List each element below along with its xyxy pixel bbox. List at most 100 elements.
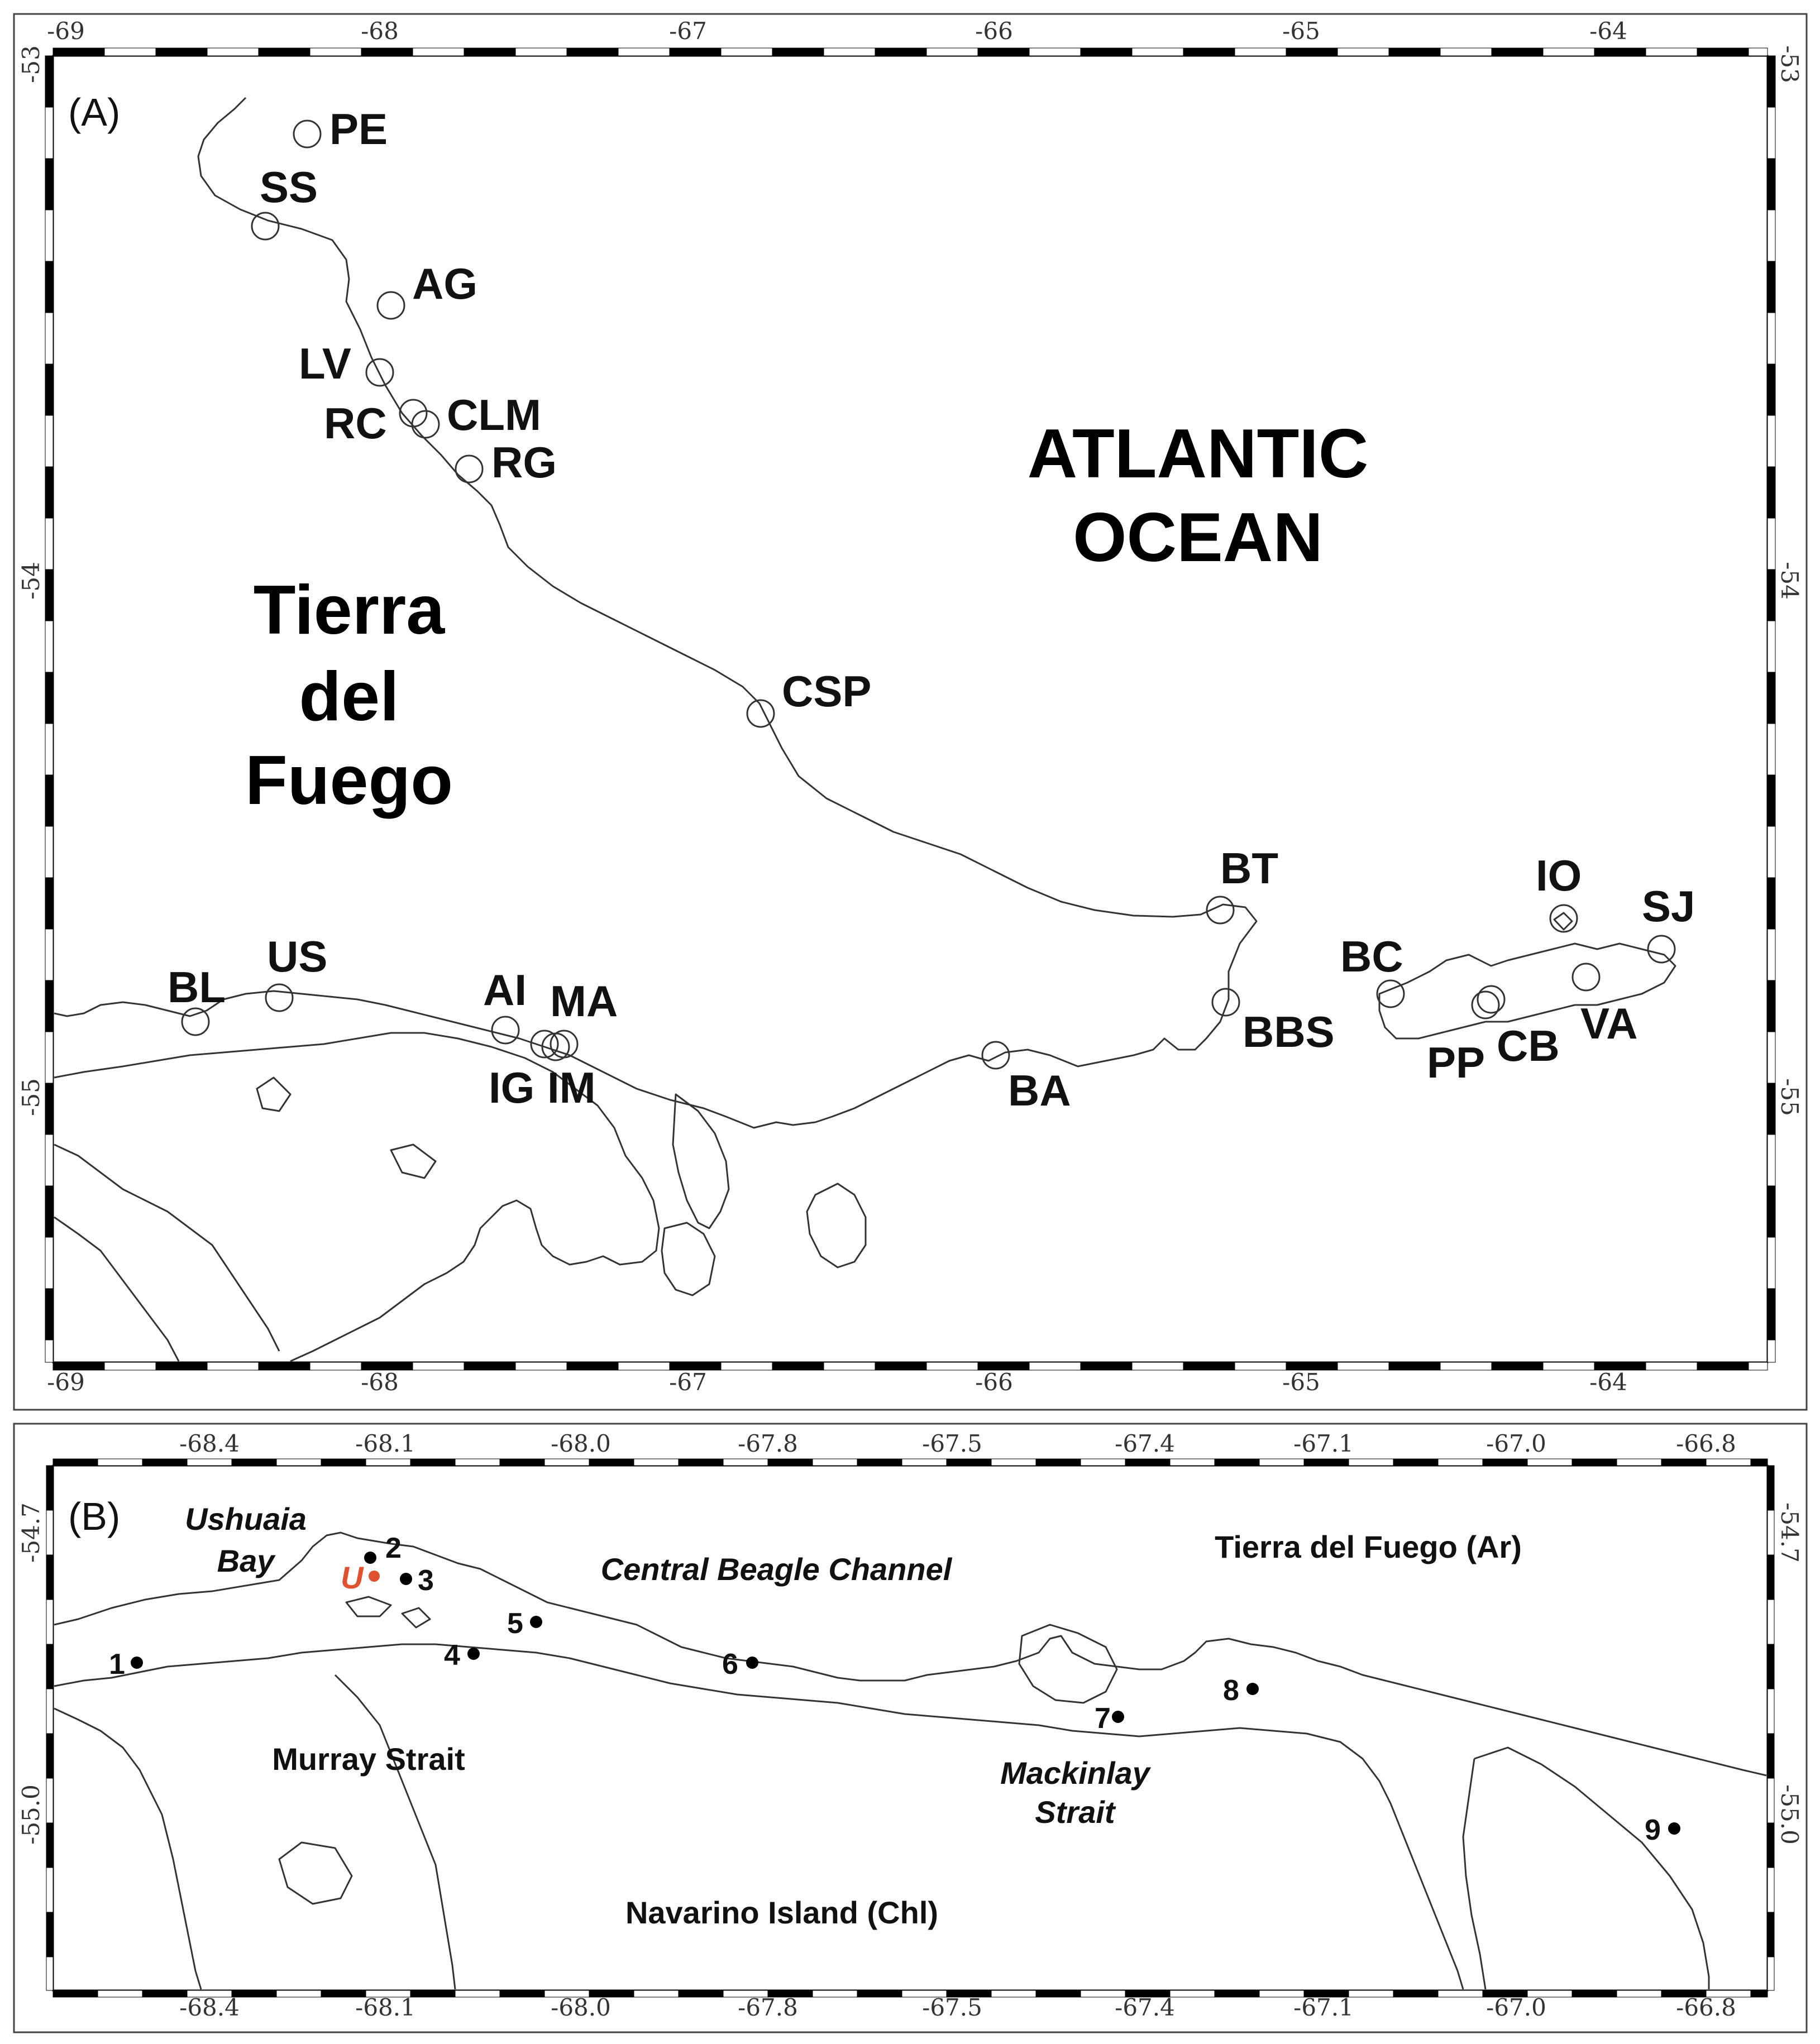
site-marker-csp (746, 699, 775, 728)
lon-tick-bottom: -67.0 (1486, 1994, 1546, 2021)
city-marker-ushuaia (369, 1571, 380, 1582)
scale-bar-segment (321, 1458, 366, 1466)
scale-bar-segment (1767, 1510, 1775, 1555)
scale-bar-segment (1183, 1362, 1235, 1371)
site-label: BL (168, 963, 226, 1012)
scale-bar-segment (45, 1339, 54, 1363)
place-ushuaia-line1: Ushuaia (185, 1501, 307, 1536)
panel-a-scale-bars (45, 47, 1776, 1371)
station-label: 2 (385, 1532, 402, 1564)
scale-bar-segment (1767, 415, 1776, 467)
site-label: PP (1427, 1038, 1485, 1087)
scale-bar-segment (1491, 47, 1544, 56)
site-marker-bt (1206, 896, 1235, 925)
scale-bar-segment (104, 1362, 156, 1371)
lat-tick-left: -54 (17, 562, 45, 600)
scale-bar-segment (45, 1185, 54, 1238)
scale-bar-segment (1767, 1867, 1775, 1913)
scale-bar-segment (926, 47, 978, 56)
scale-bar-segment (499, 1458, 545, 1466)
site-marker-sj (1647, 935, 1676, 964)
scale-bar-segment (1125, 1458, 1171, 1466)
scale-bar-segment (1767, 1083, 1776, 1135)
scale-bar-segment (812, 1990, 858, 1998)
lon-tick-bottom: -68.1 (355, 1994, 415, 2021)
scale-bar-segment (772, 47, 824, 56)
lon-tick-top: -68.0 (551, 1430, 611, 1457)
scale-bar-segment (45, 620, 54, 673)
scale-bar-segment (455, 1990, 500, 1998)
site-marker-bbs (1211, 988, 1240, 1017)
scale-bar-segment (723, 1458, 768, 1466)
scale-bar-segment (207, 47, 259, 56)
panel-a-frame (13, 13, 1808, 1411)
site-label: IO (1536, 851, 1582, 900)
station-label: 5 (507, 1607, 523, 1640)
scale-bar-segment (1767, 1031, 1776, 1084)
lon-tick-bottom: -67.5 (922, 1994, 982, 2021)
panel-a-site-labels: PE SS AG LV RC CLM RG CSP BT IO SJ BC VA… (168, 104, 1695, 1115)
lat-tick-left: -55 (17, 1078, 45, 1116)
site-marker-bc (1376, 979, 1405, 1008)
scale-bar-segment (1482, 1458, 1528, 1466)
panel-a: -69 -68 -67 -66 -65 -64 -69 -68 -67 -66 … (13, 13, 1808, 1411)
scale-bar-segment (45, 1031, 54, 1084)
scale-bar-segment (1616, 1990, 1662, 1998)
scale-bar-segment (669, 47, 722, 56)
scale-bar-segment (361, 47, 413, 56)
scale-bar-segment (857, 1458, 902, 1466)
lat-tick-right: -53 (1776, 45, 1803, 83)
scale-bar-segment (1767, 466, 1776, 519)
scale-bar-segment (566, 47, 619, 56)
site-marker-bl (181, 1007, 210, 1036)
lon-tick-bottom: -65 (1282, 1368, 1320, 1396)
scale-bar-segment (823, 47, 876, 56)
site-marker-us (265, 983, 294, 1012)
scale-bar-segment (1571, 1458, 1617, 1466)
site-marker-rc (399, 399, 428, 428)
scale-bar-segment (977, 47, 1030, 56)
place-mackinlay-line2: Strait (1035, 1794, 1116, 1830)
scale-bar-segment (1214, 1990, 1260, 1998)
scale-bar-segment (455, 1458, 500, 1466)
scale-bar-segment (589, 1458, 634, 1466)
scale-bar-segment (678, 1458, 724, 1466)
lon-tick-bottom: -68 (361, 1368, 399, 1396)
scale-bar-segment (1767, 980, 1776, 1032)
scale-bar-segment (1767, 1822, 1775, 1868)
lon-tick-bottom: -66 (975, 1368, 1013, 1396)
place-tierra-del-fuego-ar: Tierra del Fuego (Ar) (1215, 1529, 1522, 1564)
scale-bar-segment (45, 826, 54, 878)
scale-bar-segment (1337, 47, 1389, 56)
station-marker (1668, 1822, 1680, 1835)
lon-tick-top: -67.5 (922, 1430, 982, 1457)
panel-a-coastline (54, 97, 1676, 1362)
scale-bar-segment (46, 1554, 54, 1600)
site-marker-ss (251, 212, 280, 241)
scale-bar-segment (618, 1362, 670, 1371)
scale-bar-segment (823, 1362, 876, 1371)
scale-bar-segment (45, 928, 54, 981)
scale-bar-segment (1767, 107, 1776, 159)
scale-bar-segment (46, 1465, 54, 1511)
scale-bar-segment (515, 47, 567, 56)
scale-bar-segment (767, 1458, 813, 1466)
station-marker (1112, 1711, 1124, 1723)
site-label: SS (260, 162, 318, 212)
scale-bar-segment (1393, 1990, 1439, 1998)
scale-bar-segment (1767, 569, 1776, 621)
site-label: CLM (447, 390, 541, 439)
scale-bar-segment (1234, 1362, 1287, 1371)
panel-b-frame (13, 1423, 1808, 2033)
scale-bar-segment (45, 672, 54, 724)
panel-b-scale-bars (46, 1458, 1775, 1998)
scale-bar-segment (1440, 1362, 1492, 1371)
scale-bar-segment (276, 1458, 322, 1466)
scale-bar-segment (412, 47, 465, 56)
scale-bar-segment (155, 1362, 208, 1371)
scale-bar-segment (1393, 1458, 1439, 1466)
scale-bar-segment (187, 1458, 232, 1466)
site-label: IG (489, 1063, 534, 1112)
scale-bar-segment (991, 1458, 1036, 1466)
